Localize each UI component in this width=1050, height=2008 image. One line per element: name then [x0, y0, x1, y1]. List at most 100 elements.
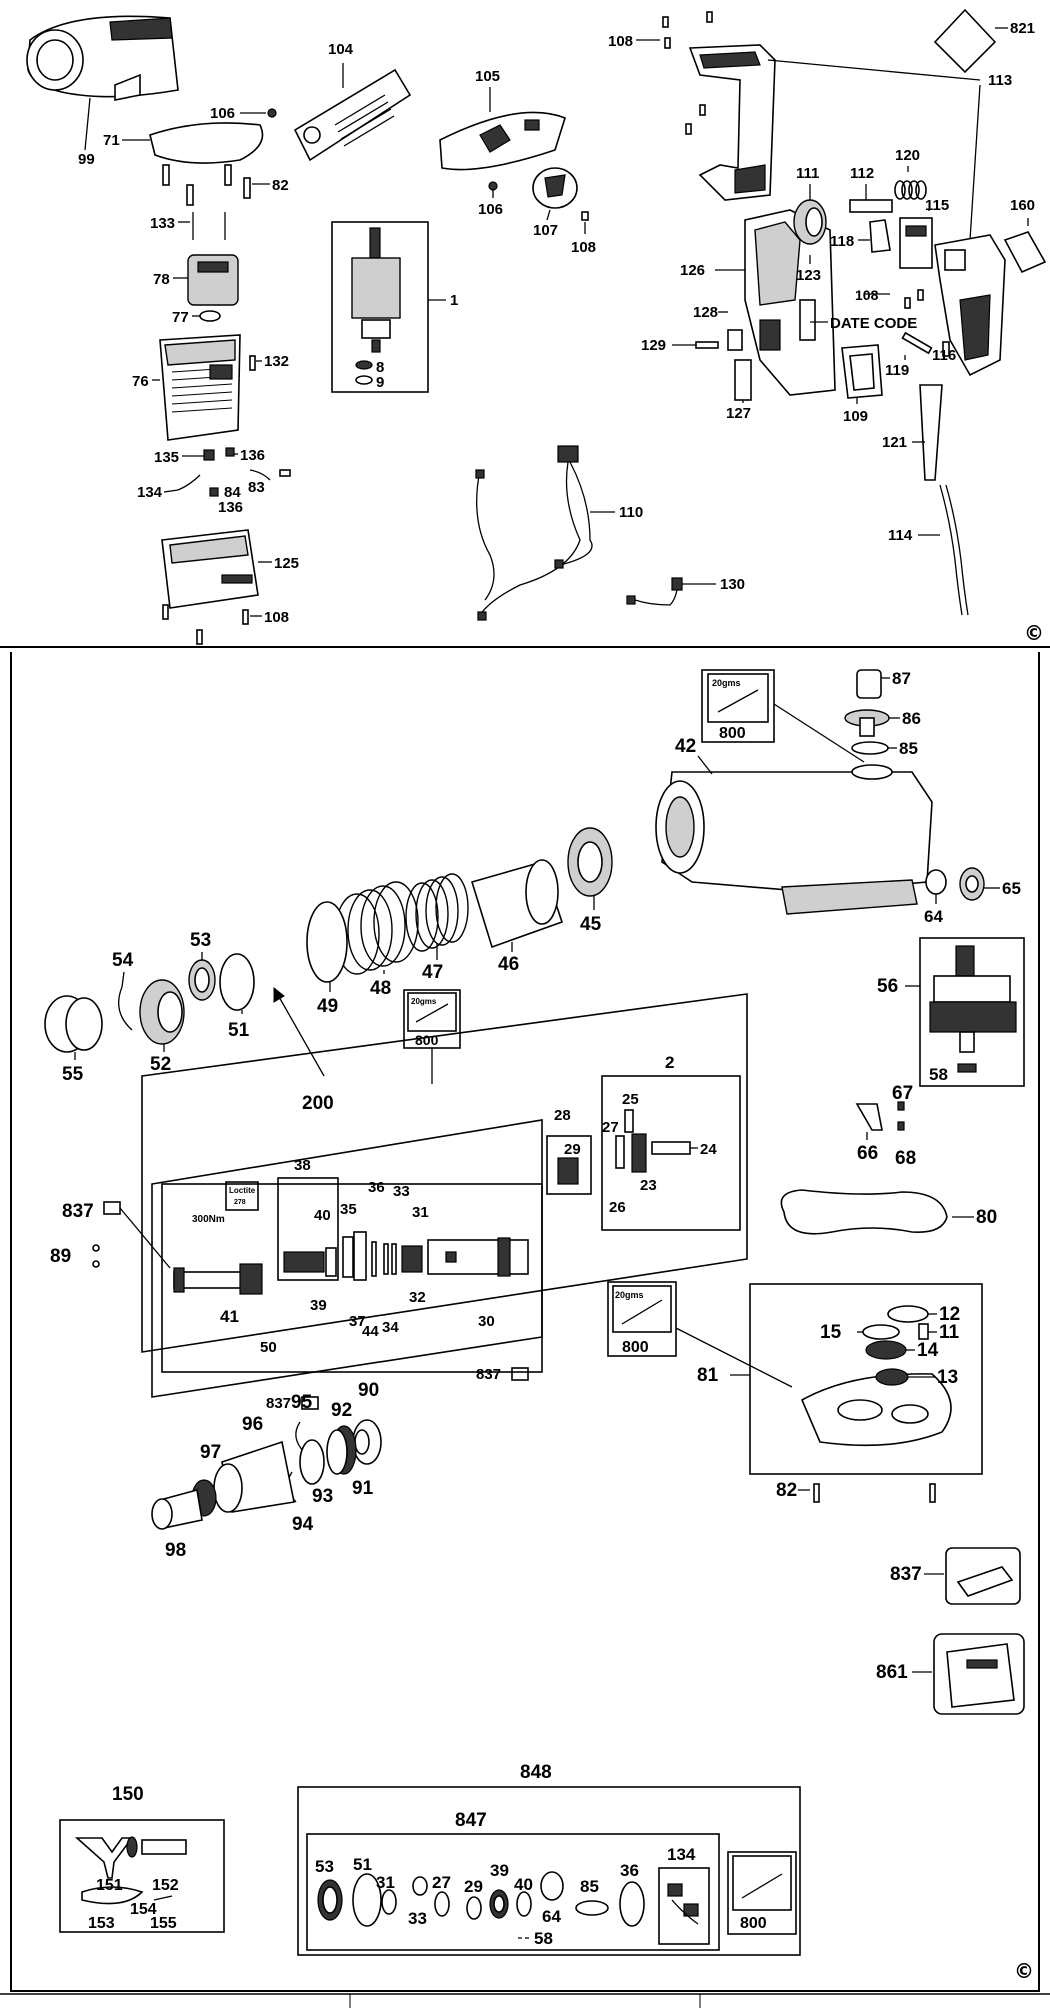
- part-98: [151, 1488, 203, 1530]
- label-200: 200: [302, 1093, 334, 1114]
- label-37: 37: [349, 1313, 366, 1330]
- label-47: 47: [422, 962, 443, 983]
- part-120-spring: [894, 180, 927, 200]
- part-106-screw: [267, 108, 277, 118]
- label-55: 55: [62, 1064, 84, 1085]
- label-23: 23: [640, 1177, 657, 1194]
- part-82-screws: [162, 164, 251, 206]
- label-32: 32: [409, 1289, 426, 1306]
- label-119: 119: [885, 362, 909, 379]
- label-49: 49: [317, 996, 338, 1017]
- part-104-cover: [293, 68, 412, 162]
- label-96: 96: [242, 1414, 263, 1435]
- label-87: 87: [892, 669, 911, 688]
- part-49-ring: [306, 901, 348, 983]
- top-assembly-drawing: 99 71 106 82 133: [26, 8, 1047, 645]
- sub-assembly-2: [601, 1075, 741, 1231]
- label-29: 29: [564, 1141, 581, 1158]
- label-71: 71: [103, 132, 120, 149]
- label-68: 68: [895, 1148, 916, 1169]
- label-107: 107: [533, 222, 558, 239]
- part-110-wiring: [475, 445, 593, 621]
- label-126: 126: [680, 262, 705, 279]
- label-110: 110: [619, 504, 643, 521]
- gear-56-box: [919, 937, 1025, 1087]
- part-15: [862, 1324, 900, 1340]
- part-130-cable: [626, 577, 683, 606]
- label-160: 160: [1010, 197, 1035, 214]
- sub-assembly-28: [546, 1135, 592, 1195]
- label-847: 847: [455, 1810, 487, 1831]
- loctite-name: Loctite: [229, 1186, 256, 1195]
- part-93: [299, 1439, 325, 1485]
- kit-item-33: 33: [408, 1876, 428, 1928]
- part-39-40: [283, 1247, 337, 1277]
- part-96-sleeve: [213, 1440, 295, 1513]
- label-837-c: 837: [266, 1395, 291, 1412]
- part-52: [139, 979, 185, 1045]
- label-80: 80: [976, 1207, 997, 1228]
- label-56: 56: [877, 976, 898, 997]
- kit-item-51: 51: [352, 1855, 382, 1927]
- grease-box-4: 800: [727, 1851, 797, 1935]
- part-81-box: [749, 1283, 983, 1475]
- grease-box-3: 20gms 800: [607, 1281, 677, 1357]
- part-brush-holders: [177, 447, 291, 497]
- label-92: 92: [331, 1400, 352, 1421]
- label-85: 85: [899, 739, 918, 758]
- part-109-gasket: [841, 344, 883, 399]
- grease-4-number: 800: [740, 1915, 767, 1932]
- label-28: 28: [554, 1107, 571, 1124]
- label-54: 54: [112, 950, 134, 971]
- kit-label-40: 40: [514, 1875, 533, 1894]
- part-114-cord: [939, 484, 963, 616]
- label-121: 121: [882, 434, 907, 451]
- label-115: 115: [925, 197, 949, 214]
- part-107-knob: [532, 167, 578, 209]
- part-99-nose-housing: [26, 15, 179, 101]
- label-108-d: 108: [855, 287, 879, 303]
- part-48-spring: [334, 881, 419, 975]
- label-134: 134: [137, 484, 163, 501]
- label-111: 111: [796, 165, 819, 182]
- label-106-b: 106: [478, 201, 503, 218]
- label-65: 65: [1002, 879, 1021, 898]
- label-136-b: 136: [218, 499, 243, 516]
- kit-label-31: 31: [376, 1873, 395, 1892]
- label-129: 129: [641, 337, 666, 354]
- label-133: 133: [150, 215, 175, 232]
- part-68: [897, 1121, 905, 1131]
- part-861-case: [933, 1633, 1025, 1715]
- grease-3-number: 800: [622, 1339, 649, 1356]
- part-90: [352, 1419, 382, 1465]
- part-80-seal: [780, 1189, 948, 1235]
- part-54-circlip: [118, 986, 133, 1031]
- kit-item-58: 58: [518, 1929, 553, 1948]
- part-handle-half: [688, 44, 776, 201]
- label-153: 153: [88, 1915, 115, 1932]
- part-126-housing: [744, 209, 836, 396]
- label-52: 52: [150, 1054, 171, 1075]
- label-125: 125: [274, 555, 299, 572]
- label-38: 38: [294, 1157, 311, 1174]
- part-115-switch: [899, 217, 933, 269]
- part-45: [567, 827, 613, 897]
- label-154: 154: [130, 1901, 157, 1918]
- part-77-washer: [199, 310, 221, 322]
- loctite-note: Loctite 278 300Nm: [192, 1181, 259, 1225]
- label-837-b: 837: [476, 1366, 501, 1383]
- part-76-motor-housing: [159, 334, 241, 441]
- label-120: 120: [895, 147, 920, 164]
- kit-label-27: 27: [432, 1873, 451, 1892]
- kit-label-36: 36: [620, 1861, 639, 1880]
- part-12: [887, 1305, 929, 1323]
- part-129: [695, 341, 719, 349]
- label-42: 42: [675, 736, 696, 757]
- label-25: 25: [622, 1091, 639, 1108]
- label-130: 130: [720, 576, 745, 593]
- part-56-gear: [929, 945, 1017, 1073]
- part-125-rear-cover: [161, 529, 259, 609]
- label-9: 9: [376, 374, 384, 391]
- kit-label-51: 51: [353, 1855, 372, 1874]
